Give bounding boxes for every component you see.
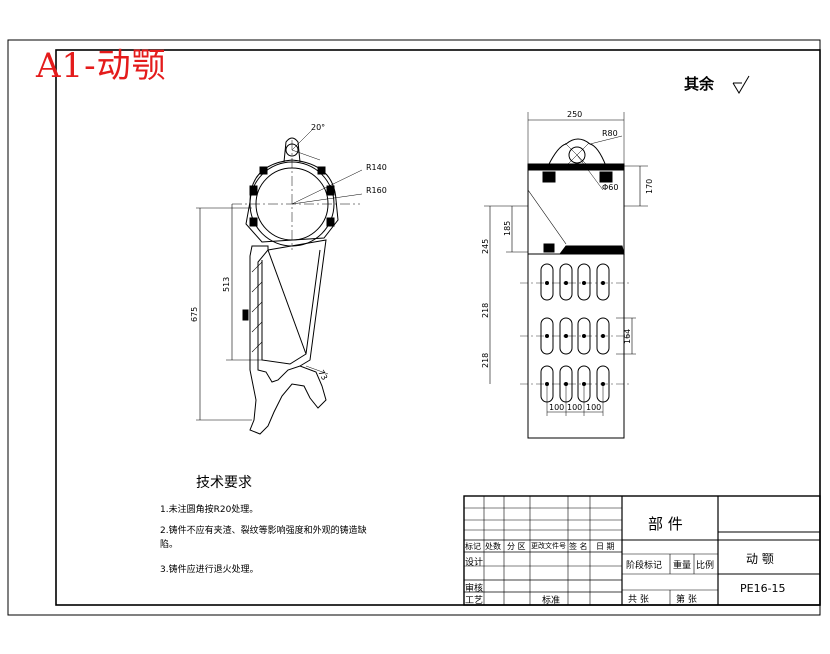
part-label: 部 件 xyxy=(648,515,683,533)
drawing-frame xyxy=(55,49,821,606)
revision-header-zone: 分 区 xyxy=(507,542,526,551)
design-label: 设计 xyxy=(465,558,484,568)
front-view xyxy=(484,112,648,439)
dim-pitch-3: 100 xyxy=(586,403,601,412)
standard-label: 标准 xyxy=(542,596,561,606)
slot-group-1 xyxy=(540,263,610,301)
dim-245: 245 xyxy=(481,239,490,254)
tech-requirement-3: 3.铸件应进行退火处理。 xyxy=(160,565,259,575)
drawing-stamp: A1-动颚 xyxy=(36,46,167,86)
dim-185: 185 xyxy=(503,221,512,236)
stage-label: 阶段标记 xyxy=(626,561,663,571)
roughness-note: 其余 xyxy=(684,75,715,93)
drawing-number: PE16-15 xyxy=(740,582,786,595)
title-block xyxy=(463,495,821,606)
side-view xyxy=(196,129,363,435)
tech-requirement-2: 2.铸件不应有夹渣、裂纹等影响强度和外观的铸造缺陷。 xyxy=(160,526,367,550)
front-lug-hole xyxy=(568,146,586,164)
scale-label: 比例 xyxy=(696,561,715,571)
dim-pitch-2: 100 xyxy=(567,403,582,412)
lug-hole xyxy=(285,143,299,157)
revision-header-date: 日 期 xyxy=(596,542,615,551)
dim-73: 73 xyxy=(316,369,329,382)
dim-phi60: Φ60 xyxy=(602,183,618,192)
dim-218-a: 218 xyxy=(481,303,490,318)
revision-header-doc: 更改文件号 xyxy=(531,542,566,550)
approve-label: 审核 xyxy=(465,584,484,594)
sheets-total: 共 张 xyxy=(628,595,649,605)
dim-164: 164 xyxy=(623,329,632,344)
dim-pitch-1: 100 xyxy=(549,403,564,412)
dim-513: 513 xyxy=(222,277,231,292)
dim-218-b: 218 xyxy=(481,353,490,368)
dim-r140: R140 xyxy=(366,163,387,172)
dim-r160: R160 xyxy=(366,186,387,195)
revision-header-mark: 标记 xyxy=(465,542,481,551)
dim-170: 170 xyxy=(645,179,654,194)
tech-requirements-title: 技术要求 xyxy=(196,475,252,491)
revision-header-sign: 签 名 xyxy=(569,542,588,551)
dim-r80: R80 xyxy=(602,129,618,138)
part-name: 动 颚 xyxy=(746,552,774,566)
weight-label: 重量 xyxy=(673,561,692,571)
process-label: 工艺 xyxy=(465,596,484,606)
tech-requirement-1: 1.未注圆角按R20处理。 xyxy=(160,505,259,515)
dim-250: 250 xyxy=(567,110,582,119)
revision-header-count: 处数 xyxy=(485,542,501,551)
roughness-symbol-icon xyxy=(732,75,750,94)
outer-frame xyxy=(7,39,821,616)
sheet-number: 第 张 xyxy=(676,595,697,605)
dim-675: 675 xyxy=(190,307,199,322)
dim-angle: 20° xyxy=(311,123,325,132)
